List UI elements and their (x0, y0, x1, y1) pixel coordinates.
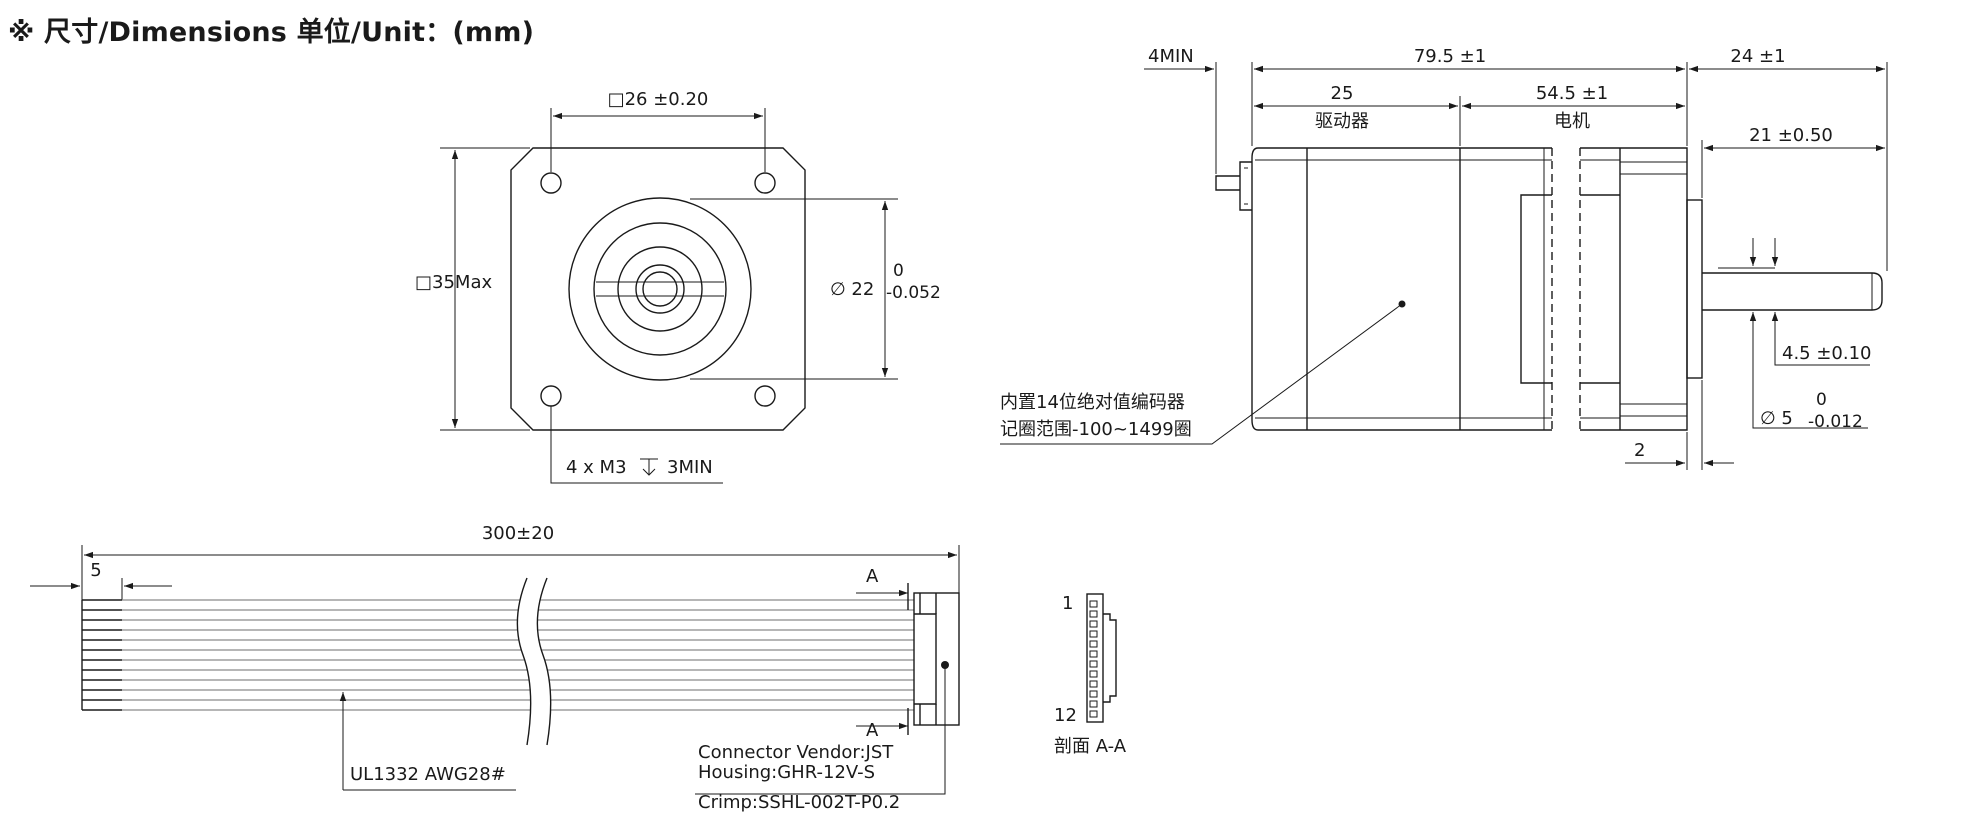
screw-depth: 3MIN (667, 457, 713, 478)
front-view: □26 ±0.20 □35Max ∅ 22 0 -0.052 4 x M3 3M… (415, 89, 941, 484)
label-driver: 驱动器 (1315, 111, 1369, 132)
dim-text-5: 5 (90, 560, 101, 581)
dim-text-21: 21 ±0.50 (1749, 125, 1833, 146)
mount-hole-top-left (540, 172, 562, 194)
mount-hole-bottom-left (540, 385, 562, 407)
dim-text-79-5: 79.5 ±1 (1414, 46, 1486, 67)
dia-5: ∅ 5 (1760, 408, 1793, 429)
boss-outer (568, 197, 752, 381)
label-motor: 电机 (1554, 111, 1590, 132)
section-a-bottom: A (866, 720, 879, 741)
wire-spec: UL1332 AWG28# (350, 764, 506, 785)
boss-inner (593, 222, 727, 356)
shaft-inner (642, 271, 678, 307)
dim-text-35: □35Max (415, 272, 492, 293)
wire-bundle (81, 599, 914, 711)
dim-text-4-5: 4.5 ±0.10 (1782, 343, 1872, 364)
boss-cut-line (596, 281, 724, 297)
encoder-line2: 记圈范围-100~1499圈 (1000, 419, 1192, 440)
rotor-block-right (1580, 194, 1620, 384)
body-outline-right (1580, 147, 1688, 431)
mount-hole-top-right (754, 172, 776, 194)
section-view: 1 12 剖面 A-A (1054, 593, 1127, 757)
section-a-top: A (866, 566, 879, 587)
dim-text-4min: 4MIN (1148, 46, 1194, 67)
connector-vendor: Connector Vendor:JST (698, 742, 894, 763)
section-housing (1086, 593, 1104, 723)
dim-text-54-5: 54.5 ±1 (1536, 83, 1608, 104)
depth-symbol-icon (640, 458, 658, 476)
dim-text-26: □26 ±0.20 (608, 89, 709, 110)
pin-first-label: 1 (1062, 593, 1073, 614)
screw-note: 4 x M3 (566, 457, 627, 478)
shaft-outer (635, 264, 685, 314)
rear-connector (1215, 161, 1252, 211)
pilot-boss (1686, 199, 1703, 379)
dim-text-25: 25 (1331, 83, 1354, 104)
body-outline-left (1251, 147, 1552, 431)
shaft-ring (617, 246, 703, 332)
dim-text-2: 2 (1634, 440, 1645, 461)
pin-last-label: 12 (1054, 705, 1077, 726)
connector-housing: Housing:GHR-12V-S (698, 762, 875, 783)
section-pins (1089, 600, 1098, 718)
side-view: 79.5 ±1 4MIN 24 ±1 25 驱动器 54.5 ±1 电机 21 … (1000, 46, 1888, 470)
mount-hole-bottom-right (754, 385, 776, 407)
section-label: 剖面 A-A (1054, 736, 1127, 757)
encoder-line1: 内置14位绝对值编码器 (1000, 392, 1185, 413)
tol-5-upper: 0 (1816, 390, 1827, 410)
cable-break-band (517, 578, 551, 745)
connector-crimp: Crimp:SSHL-002T-P0.2 (698, 792, 900, 813)
tol-22-upper: 0 (893, 261, 904, 281)
front-flange-outline (510, 147, 806, 431)
page-title: ※ 尺寸/Dimensions 单位/Unit：(mm) (8, 17, 535, 48)
tol-22-lower: -0.052 (886, 283, 941, 303)
shaft-outline (1702, 272, 1883, 311)
cable-view: 300±20 5 (30, 523, 960, 813)
dim-text-22: ∅ 22 (830, 279, 874, 300)
rotor-block-left (1520, 194, 1552, 384)
dim-text-24: 24 ±1 (1730, 46, 1785, 67)
dim-text-300: 300±20 (482, 523, 554, 544)
tol-5-lower: -0.012 (1808, 412, 1863, 432)
